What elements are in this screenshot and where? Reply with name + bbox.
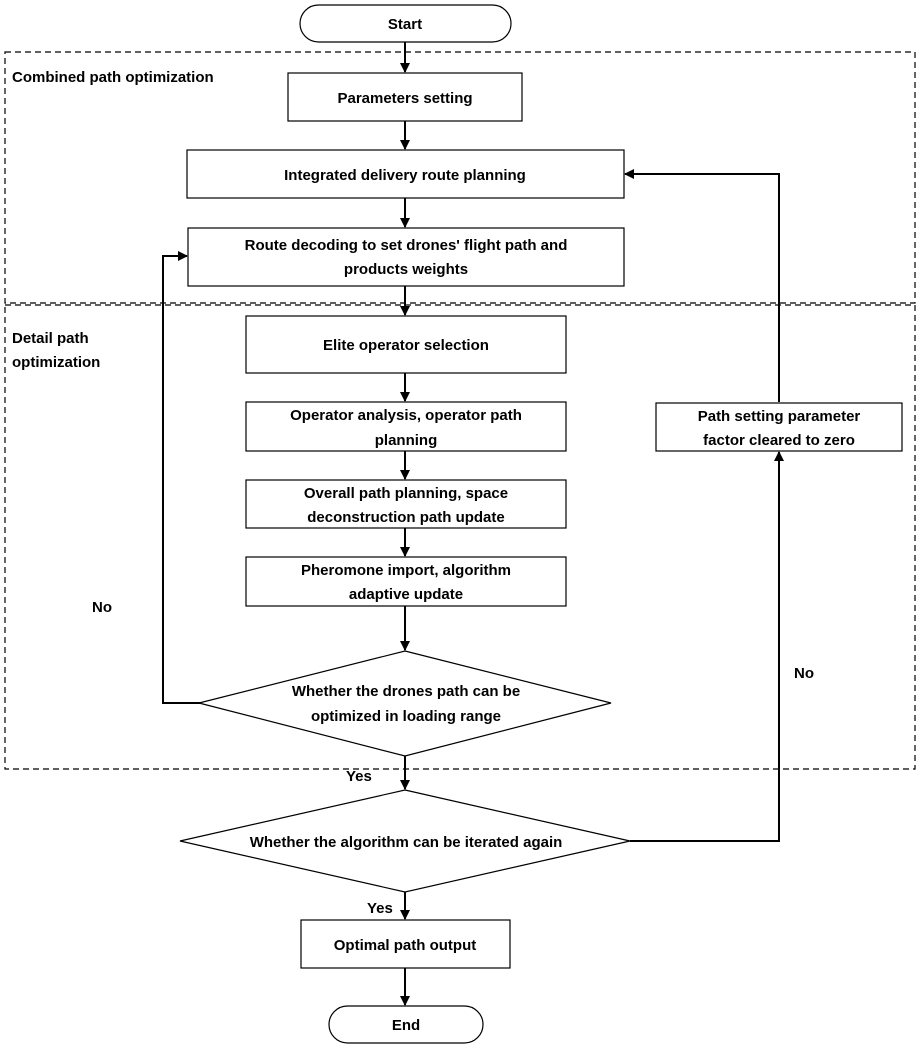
edge-reset-to-integrated <box>624 169 780 402</box>
start-node <box>299 4 512 43</box>
overall-path-planning-label-line2: deconstruction path update <box>307 509 505 526</box>
pheromone-import-label-line1: Pheromone import, algorithm <box>301 562 511 579</box>
integrated-route-planning-label: Integrated delivery route planning <box>284 167 526 184</box>
parameters-setting-label: Parameters setting <box>337 90 472 107</box>
group-detail-path-optimization <box>4 304 916 770</box>
operator-analysis-box <box>245 401 567 452</box>
group-combined-label: Combined path optimization <box>12 69 214 86</box>
edge-label-no-left: No <box>92 599 112 616</box>
edge-label-yes-2: Yes <box>367 900 393 917</box>
elite-operator-box <box>245 315 567 374</box>
decision-iterate-again-diamond <box>179 789 631 893</box>
group-detail-label-line2: optimization <box>12 354 100 371</box>
group-combined-path-optimization <box>4 51 916 304</box>
parameters-setting-box <box>287 72 523 122</box>
route-decoding-label-line1: Route decoding to set drones' flight pat… <box>245 237 568 254</box>
overall-path-planning-label-line1: Overall path planning, space <box>304 485 508 502</box>
edge-decision1-no-loop <box>162 251 200 704</box>
start-node-label: Start <box>388 16 422 33</box>
decision-drones-path-label-line2: optimized in loading range <box>311 708 501 725</box>
end-node-label: End <box>392 1017 420 1034</box>
pheromone-import-box <box>245 556 567 607</box>
operator-analysis-label-line2: planning <box>375 432 438 449</box>
edge-decision2-no-loop <box>630 451 784 842</box>
operator-analysis-label-line1: Operator analysis, operator path <box>290 407 522 424</box>
overall-path-planning-box <box>245 479 567 529</box>
decision-iterate-again-label: Whether the algorithm can be iterated ag… <box>250 834 563 851</box>
decision-drones-path-label-line1: Whether the drones path can be <box>292 683 520 700</box>
edge-label-no-right: No <box>794 665 814 682</box>
edge-label-yes-1: Yes <box>346 768 372 785</box>
optimal-path-output-box <box>300 919 511 969</box>
decision-drones-path-diamond <box>198 650 612 757</box>
path-setting-reset-box <box>655 402 903 452</box>
path-setting-reset-label-line2: factor cleared to zero <box>703 432 855 449</box>
elite-operator-label: Elite operator selection <box>323 337 489 354</box>
pheromone-import-label-line2: adaptive update <box>349 586 463 603</box>
route-decoding-box <box>187 227 625 287</box>
integrated-route-planning-box <box>186 149 625 199</box>
path-setting-reset-label-line1: Path setting parameter <box>698 408 861 425</box>
group-detail-label-line1: Detail path <box>12 330 89 347</box>
route-decoding-label-line2: products weights <box>344 261 468 278</box>
end-node <box>328 1005 484 1044</box>
optimal-path-output-label: Optimal path output <box>334 937 476 954</box>
